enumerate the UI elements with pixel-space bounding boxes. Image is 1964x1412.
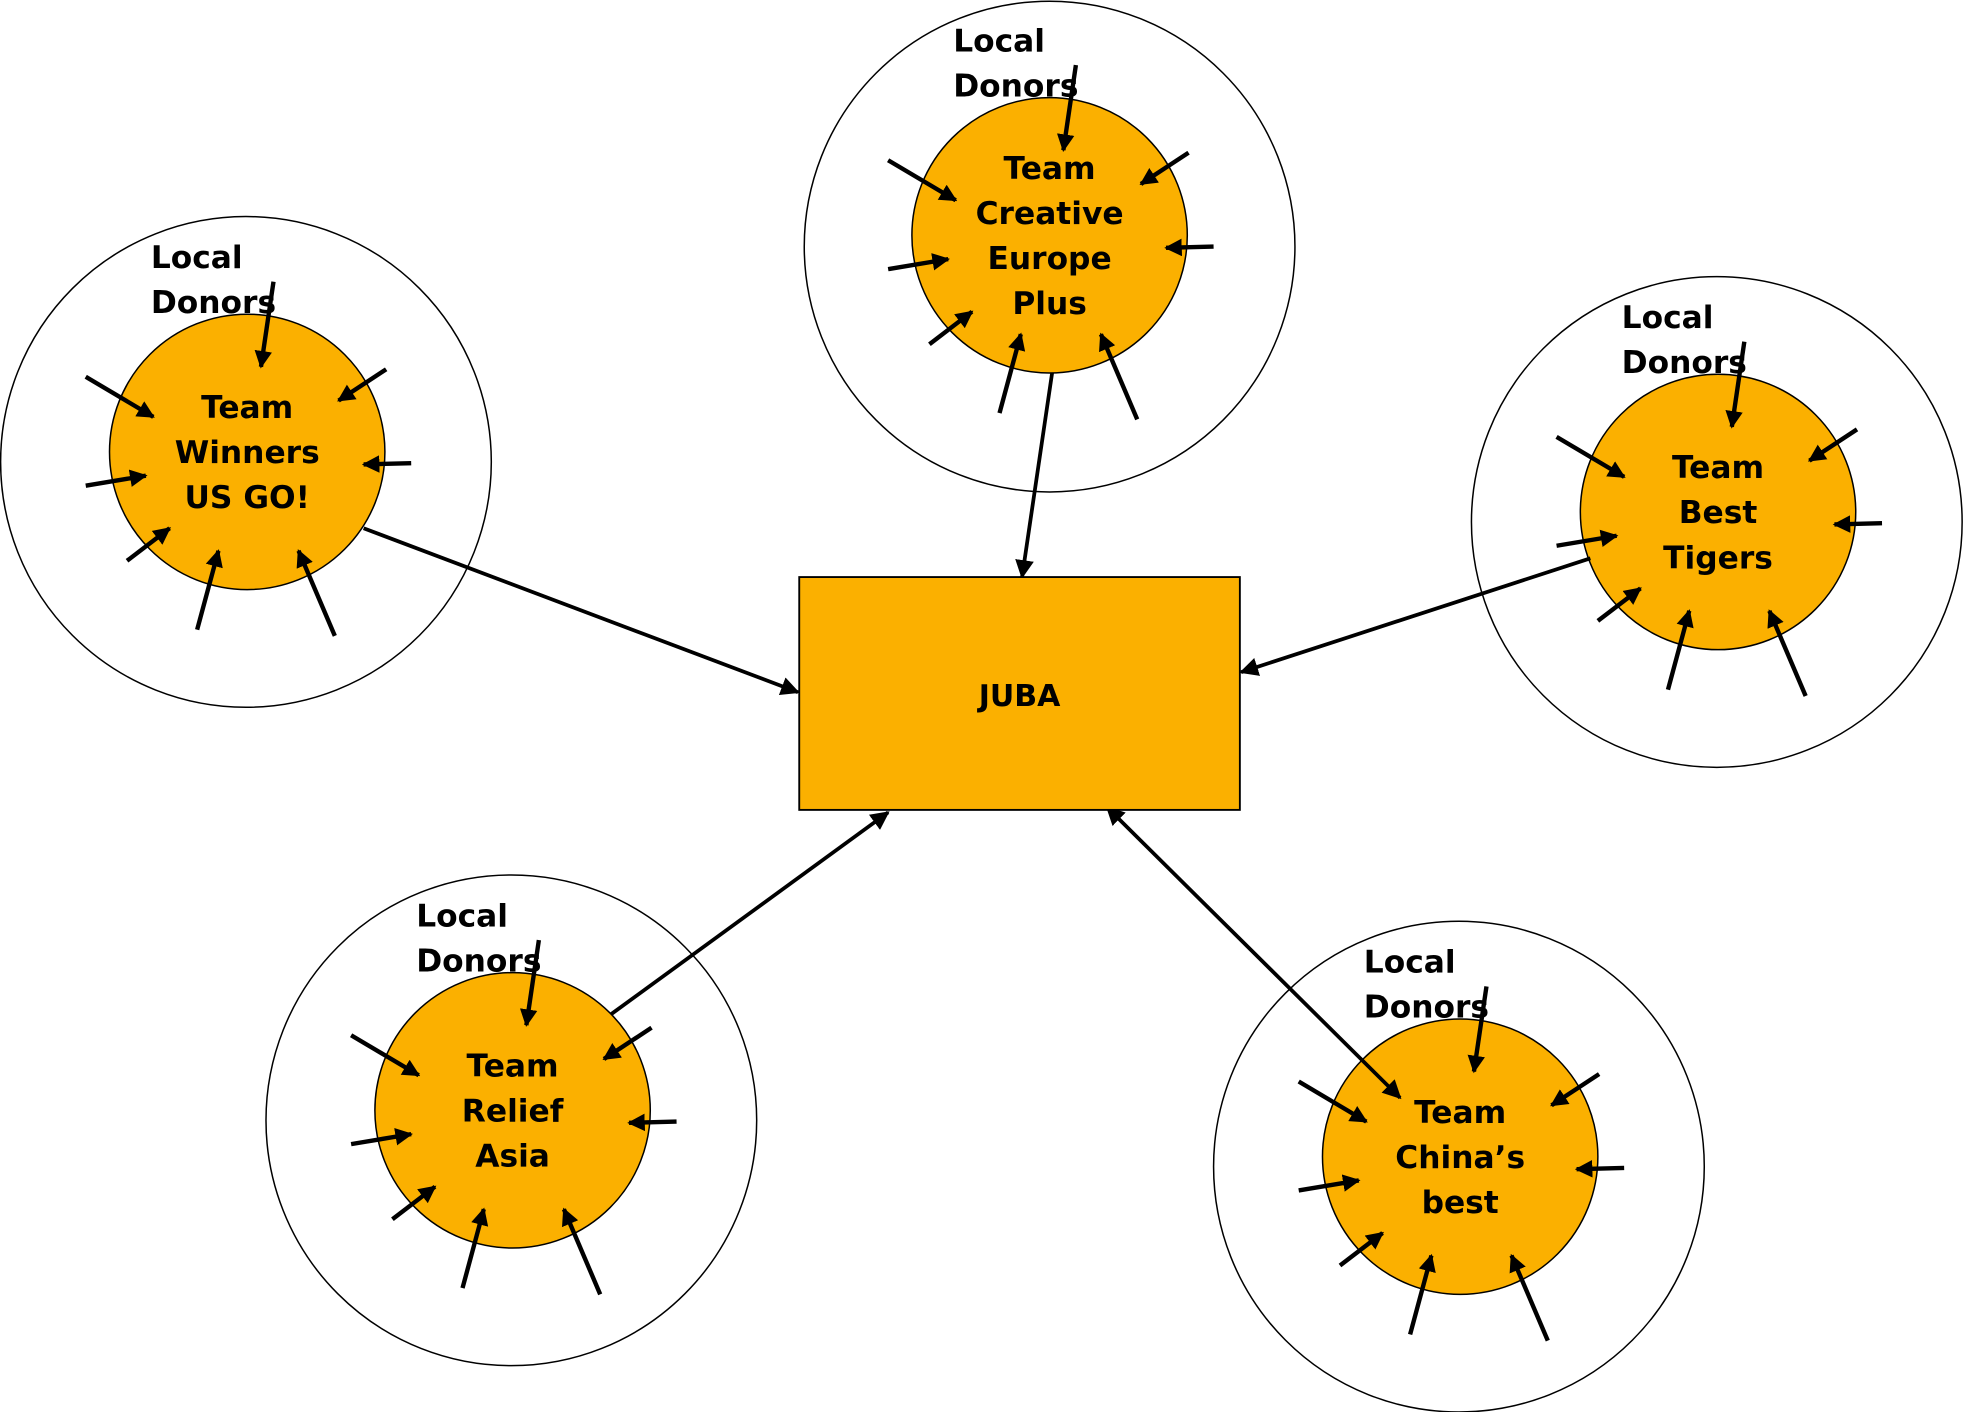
team-node[interactable]	[911, 96, 1189, 374]
link-creative-to-juba	[1015, 372, 1054, 579]
donor-arrow	[1098, 332, 1140, 421]
donor-arrow	[391, 1184, 437, 1221]
donor-arrow	[602, 1025, 653, 1061]
donor-arrow	[1298, 1174, 1361, 1193]
team-label: Asia	[475, 1139, 550, 1175]
hub-juba[interactable]: JUBA	[798, 576, 1241, 811]
donor-arrow	[1164, 238, 1214, 257]
team-label: Team	[201, 390, 293, 426]
donor-label: Local	[151, 240, 243, 276]
donor-arrow	[1725, 341, 1747, 429]
donor-arrow	[1407, 1253, 1436, 1335]
team-label: Best	[1679, 495, 1758, 531]
team-label: Tigers	[1663, 540, 1773, 576]
donor-label: Local	[416, 898, 508, 934]
donor-arrow	[887, 158, 958, 203]
donor-arrow	[125, 526, 171, 563]
donor-arrow	[1832, 515, 1883, 533]
team-label: Team	[1004, 151, 1096, 187]
team-label: Team	[1414, 1095, 1506, 1131]
donor-arrow	[1665, 609, 1694, 691]
donor-arrow	[1550, 1072, 1601, 1108]
donor-arrow	[1056, 64, 1079, 152]
donor-arrow	[337, 367, 388, 403]
donor-arrow	[997, 332, 1026, 414]
team-label: Europe	[988, 241, 1112, 277]
donor-arrow	[350, 1128, 413, 1147]
team-label: best	[1422, 1185, 1499, 1221]
team-node[interactable]	[374, 971, 652, 1249]
donor-arrow	[254, 281, 276, 369]
hub-label: JUBA	[977, 679, 1061, 714]
link-winners-to-juba	[362, 526, 800, 696]
donor-arrow	[85, 469, 148, 488]
link-china-to-juba	[1105, 806, 1402, 1100]
team-label: Creative	[976, 196, 1124, 232]
donor-arrow	[1555, 434, 1626, 479]
donor-arrow	[361, 455, 412, 473]
donor-arrow	[1467, 986, 1489, 1074]
team-label: US GO!	[185, 480, 310, 516]
donor-arrow	[1596, 586, 1642, 623]
team-label: Relief	[462, 1094, 564, 1130]
donor-label: Local	[1364, 945, 1456, 981]
team-label: Plus	[1012, 286, 1087, 322]
donor-arrow	[1807, 427, 1859, 463]
donor-arrow	[519, 939, 542, 1027]
donor-label: Donors	[1622, 345, 1747, 381]
team-label: Winners	[175, 435, 320, 471]
team-label: China’s	[1395, 1140, 1525, 1176]
team-node[interactable]	[108, 313, 386, 591]
donor-arrow	[1767, 609, 1808, 697]
donor-label: Local	[1622, 300, 1714, 336]
donor-arrow	[296, 549, 337, 637]
donor-arrow	[195, 549, 223, 631]
donor-arrow	[1509, 1253, 1550, 1342]
link-tigers-to-juba	[1239, 556, 1591, 676]
donor-arrow	[460, 1207, 489, 1289]
donor-label: Donors	[151, 285, 276, 321]
donor-arrow	[1338, 1231, 1384, 1268]
donor-label: Local	[953, 23, 1045, 59]
donor-arrow	[1556, 529, 1619, 548]
donor-arrow	[84, 374, 155, 419]
team-node[interactable]	[1579, 373, 1857, 651]
donor-label: Donors	[416, 943, 541, 979]
donor-label: Donors	[1364, 990, 1489, 1026]
donor-arrow	[887, 253, 950, 272]
donor-arrow	[1139, 150, 1190, 186]
donor-arrow	[1574, 1159, 1625, 1178]
donor-arrow	[928, 309, 974, 346]
link-relief-to-juba	[610, 810, 890, 1016]
donor-arrow	[561, 1207, 603, 1296]
team-label: Team	[467, 1049, 559, 1085]
donor-label: Donors	[953, 68, 1078, 104]
donor-arrow	[627, 1113, 677, 1132]
team-label: Team	[1672, 450, 1764, 486]
donor-arrow	[349, 1033, 421, 1078]
